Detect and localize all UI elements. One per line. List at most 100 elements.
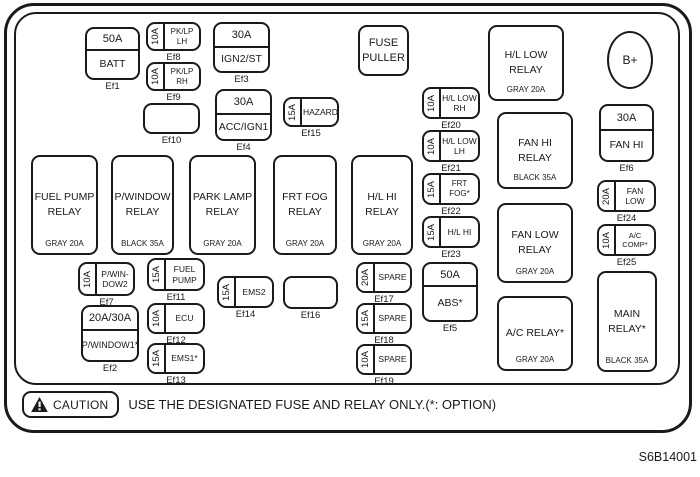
relay-color-label: GRAY 20A bbox=[45, 239, 84, 248]
fuse-amp-compartment: 10A bbox=[148, 64, 165, 89]
relay-color-label: GRAY 20A bbox=[506, 85, 546, 94]
fuse-slot-ef24: 20A FAN LOW Ef24 bbox=[597, 180, 656, 224]
fuse-ef14: 15A EMS2 bbox=[217, 276, 274, 308]
fuse-ef2: 20A/30A P/WINDOW1* bbox=[81, 305, 139, 362]
ef-label: Ef19 bbox=[374, 376, 394, 387]
relay-name: MAIN RELAY* bbox=[608, 307, 646, 335]
fuse-ef12: 10A ECU bbox=[147, 303, 205, 334]
empty-slot-ef16: Ef16 bbox=[283, 276, 338, 321]
relay-park-lamp: PARK LAMP RELAY GRAY 20A bbox=[189, 155, 256, 255]
ef-label: Ef8 bbox=[166, 52, 181, 63]
fuse-slot-ef4: 30A ACC/IGN1 Ef4 bbox=[215, 89, 272, 153]
fuse-name: FAN LOW bbox=[625, 185, 645, 206]
fuse-slot-ef12: 10A ECU Ef12 bbox=[147, 303, 205, 346]
fuse-amp: 15A bbox=[151, 350, 162, 367]
fuse-slot-ef18: 15A SPARE Ef18 bbox=[356, 303, 412, 346]
fuse-slot-ef2: 20A/30A P/WINDOW1* Ef2 bbox=[81, 305, 139, 374]
fuse-ef4: 30A ACC/IGN1 bbox=[215, 89, 272, 141]
fuse-slot-ef23: 15A H/L HI Ef23 bbox=[422, 216, 480, 260]
fuse-slot-ef17: 20A SPARE Ef17 bbox=[356, 262, 412, 305]
relay-name: A/C RELAY* bbox=[505, 327, 565, 340]
fuse-name: H/L HI bbox=[447, 226, 472, 237]
relay-hl-hi: H/L HI RELAY GRAY 20A bbox=[351, 155, 413, 255]
relay-name: P/WINDOW RELAY bbox=[114, 191, 171, 218]
fuse-amp-compartment: 15A bbox=[149, 345, 166, 372]
fuse-amp-compartment: 10A bbox=[358, 346, 375, 373]
ef-label: Ef17 bbox=[374, 294, 394, 305]
fuse-name: SPARE bbox=[378, 354, 407, 365]
fuse-name: PK/LP LH bbox=[170, 26, 194, 46]
ef-label: Ef25 bbox=[616, 257, 637, 268]
fuse-amp-compartment: 10A bbox=[424, 89, 441, 117]
fuse-name: BATT bbox=[99, 58, 126, 71]
fuse-slot-ef5: 50A ABS* Ef5 bbox=[422, 262, 478, 334]
relay-color-label: BLACK 35A bbox=[513, 173, 557, 182]
ef-label: Ef13 bbox=[166, 375, 186, 386]
fuse-name: SPARE bbox=[378, 272, 407, 283]
fuse-amp: 10A bbox=[151, 310, 162, 327]
relay-color-label: GRAY 20A bbox=[515, 267, 555, 276]
fuse-slot-ef22: 15A FRT FOG* Ef22 bbox=[422, 173, 480, 217]
fuse-slot-ef14: 15A EMS2 Ef14 bbox=[217, 276, 274, 320]
fuse-ef17: 20A SPARE bbox=[356, 262, 412, 293]
relay-color-label: GRAY 20A bbox=[203, 239, 242, 248]
fuse-puller: FUSE PULLER bbox=[358, 25, 409, 76]
outer-border bbox=[4, 3, 692, 433]
ef-label: Ef24 bbox=[616, 213, 637, 224]
ef-label: Ef5 bbox=[442, 323, 458, 334]
relay-color-label: BLACK 35A bbox=[605, 356, 649, 365]
fuse-amp: 30A bbox=[217, 91, 270, 115]
relay-main: MAIN RELAY* BLACK 35A bbox=[597, 271, 657, 372]
fuse-name: ECU bbox=[175, 313, 194, 324]
relay-hl-low: H/L LOW RELAY GRAY 20A bbox=[488, 25, 564, 101]
relay-name: H/L LOW RELAY bbox=[504, 49, 548, 76]
fuse-amp: 15A bbox=[360, 310, 371, 327]
ef-label: Ef20 bbox=[441, 120, 461, 131]
fuse-amp-compartment: 10A bbox=[148, 24, 165, 49]
warning-triangle-icon bbox=[31, 397, 48, 412]
ef-label: Ef23 bbox=[441, 249, 461, 260]
fuse-amp: 10A bbox=[426, 94, 437, 112]
fuse-amp-compartment: 10A bbox=[599, 226, 616, 254]
fuse-amp: 10A bbox=[601, 231, 612, 249]
fuse-slot-ef21: 10A H/L LOW LH Ef21 bbox=[422, 130, 480, 174]
fuse-amp: 15A bbox=[287, 103, 298, 121]
diagram-code: S6B14001 bbox=[638, 450, 697, 464]
ef-label: Ef1 bbox=[105, 81, 120, 92]
relay-fan-hi: FAN HI RELAY BLACK 35A bbox=[497, 112, 573, 189]
fuse-amp: 10A bbox=[150, 68, 161, 85]
fuse-amp: 10A bbox=[82, 270, 93, 288]
ef-label: Ef18 bbox=[374, 335, 394, 346]
ef-label: Ef2 bbox=[102, 363, 118, 374]
fuse-name: HAZARD bbox=[303, 106, 338, 117]
fuse-amp-compartment: 15A bbox=[219, 278, 236, 306]
inner-border bbox=[14, 12, 680, 385]
fuse-name: ACC/IGN1 bbox=[218, 120, 269, 133]
fuse-name: SPARE bbox=[378, 313, 407, 324]
relay-name: FAN LOW RELAY bbox=[511, 229, 559, 256]
fuse-amp: 15A bbox=[221, 283, 232, 301]
fuse-ef3: 30A IGN2/ST bbox=[213, 22, 270, 73]
fuse-amp: 15A bbox=[151, 266, 162, 283]
fuse-amp: 10A bbox=[426, 137, 437, 155]
empty-fuse-box bbox=[283, 276, 338, 309]
fuse-slot-ef9: 10A PK/LP RH Ef9 bbox=[146, 62, 201, 103]
ef-label: Ef16 bbox=[300, 310, 321, 321]
relay-name: H/L HI RELAY bbox=[365, 191, 399, 218]
ef-label: Ef10 bbox=[161, 135, 182, 146]
fuse-amp-compartment: 15A bbox=[149, 260, 166, 289]
fuse-name: PK/LP RH bbox=[170, 66, 194, 86]
fuse-name: H/L LOW RH bbox=[442, 92, 477, 113]
caution-text: USE THE DESIGNATED FUSE AND RELAY ONLY.(… bbox=[128, 397, 497, 412]
fuse-amp-compartment: 10A bbox=[80, 264, 97, 294]
fuse-ef1: 50A BATT bbox=[85, 27, 140, 80]
relay-name: FRT FOG RELAY bbox=[282, 191, 328, 218]
fuse-name: FAN HI bbox=[609, 139, 644, 152]
relay-fuel-pump: FUEL PUMP RELAY GRAY 20A bbox=[31, 155, 98, 255]
relay-name: FUEL PUMP RELAY bbox=[34, 191, 95, 218]
fuse-ef9: 10A PK/LP RH bbox=[146, 62, 201, 91]
fuse-amp: 50A bbox=[87, 29, 138, 51]
fuse-ef8: 10A PK/LP LH bbox=[146, 22, 201, 51]
fuse-name: IGN2/ST bbox=[221, 53, 262, 66]
